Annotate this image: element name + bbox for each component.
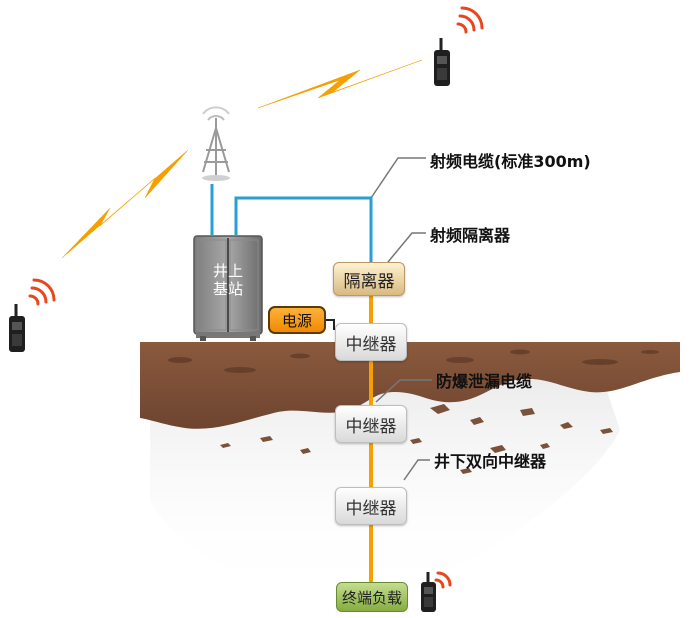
tower-base-shadow <box>202 175 230 181</box>
base-station-cabinet <box>193 235 263 341</box>
callout-leaders <box>370 157 432 481</box>
base-station-label-line1: 井上 <box>212 262 243 280</box>
terminal-load-box: 终端负载 <box>336 582 408 612</box>
power-cable <box>326 319 335 330</box>
walkie-talkie-icon <box>9 304 25 352</box>
callout-rf-isolator: 射频隔离器 <box>430 226 511 245</box>
radio-wave-icon <box>28 6 484 589</box>
power-supply-box: 电源 <box>268 306 326 334</box>
walkie-talkie-icon <box>421 572 436 612</box>
earth-specks <box>168 349 659 373</box>
repeater-box: 中继器 <box>335 405 407 443</box>
earth-layer <box>140 342 680 429</box>
rock-fragments <box>220 404 613 474</box>
rf-cable <box>210 184 373 262</box>
lightning-bolt-icon <box>61 59 423 259</box>
base-station-label: 井上 基站 <box>200 262 256 298</box>
base-station-label-line2: 基站 <box>212 280 243 298</box>
tower-antenna-icon <box>202 106 230 176</box>
callout-rf-cable: 射频电缆(标准300m) <box>430 152 591 171</box>
tunnel-area <box>150 360 620 594</box>
repeater-box: 中继器 <box>335 487 407 525</box>
callout-repeater: 井下双向中继器 <box>434 452 547 471</box>
walkie-talkie-icon <box>434 38 450 86</box>
repeater-box: 中继器 <box>335 323 407 361</box>
isolator-box: 隔离器 <box>333 262 405 296</box>
callout-leaky-cable: 防爆泄漏电缆 <box>436 372 533 391</box>
